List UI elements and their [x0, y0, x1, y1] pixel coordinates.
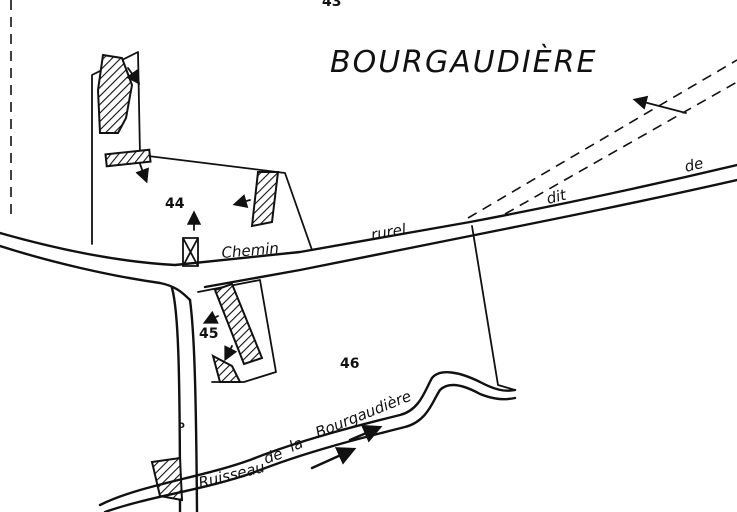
arrow-2 — [135, 163, 149, 184]
road-label-chemin: Chemin — [221, 239, 280, 262]
dashed-boundary-right-2 — [504, 81, 737, 215]
road-label-dit: dit — [545, 185, 569, 207]
road-edge-top — [0, 163, 737, 267]
building-east-44 — [250, 171, 280, 228]
building-north-2 — [104, 148, 152, 168]
building-road-cross — [182, 237, 199, 267]
stream-label-w3: la — [286, 434, 306, 456]
stream-label-w2: de — [261, 444, 285, 467]
stream-label-w1: Ruisseau — [197, 458, 267, 492]
parcel-label-43: 43 — [322, 0, 341, 10]
parcel-46-boundary — [471, 225, 516, 391]
stream-flow-arrow-1 — [310, 447, 357, 470]
parcel-label-45: 45 — [199, 326, 218, 342]
stream-lower — [103, 383, 517, 512]
arrow-6 — [224, 345, 238, 362]
arrow-4 — [232, 194, 251, 208]
parcel-44-outline — [91, 51, 313, 251]
road-edge-bottom — [0, 178, 737, 302]
road-label-de: de — [683, 154, 706, 176]
parcel-label-46: 46 — [340, 356, 359, 372]
arrow-5 — [202, 310, 219, 324]
dashed-boundary-right-1 — [467, 59, 737, 219]
stream-flow-arrow-2 — [348, 424, 383, 443]
building-45-small — [211, 354, 242, 383]
road-label-rurel: rurel — [370, 220, 409, 244]
parcel-label-44: 44 — [165, 196, 185, 212]
road-south-right — [188, 298, 199, 512]
small-mark: o — [178, 420, 185, 431]
boundary-arrow — [632, 95, 687, 114]
stream-upper — [98, 371, 517, 507]
place-name: BOURGAUDIÈRE — [330, 44, 597, 80]
building-north-1 — [96, 53, 134, 134]
building-45-main — [213, 282, 264, 366]
building-road-cross-x2 — [182, 237, 199, 267]
arrow-1 — [125, 67, 141, 85]
